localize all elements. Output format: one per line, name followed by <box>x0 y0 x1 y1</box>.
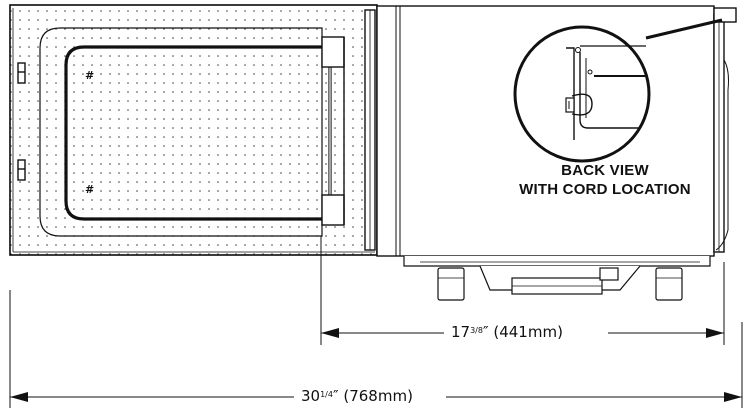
depth-inch-mark: ″ <box>482 323 489 341</box>
total-fraction: 1/4 <box>320 390 333 399</box>
cord-location-callout <box>513 18 723 163</box>
depth-dimension-label: 173/8″ (441mm) <box>444 323 570 341</box>
depth-metric: (441mm) <box>493 323 563 341</box>
open-door <box>9 4 378 256</box>
door-mark-top: # <box>85 69 94 82</box>
dimension-arrowheads <box>10 328 742 402</box>
total-metric: (768mm) <box>343 387 413 405</box>
door-mark-bottom: # <box>85 183 94 196</box>
caption-line-1: BACK VIEW <box>561 162 649 179</box>
depth-fraction: 3/8 <box>470 326 483 335</box>
total-whole: 30 <box>301 387 321 405</box>
base-and-feet <box>403 256 711 301</box>
total-dimension-label: 301/4″ (768mm) <box>294 387 420 405</box>
depth-whole: 17 <box>451 323 471 341</box>
caption-line-2: WITH CORD LOCATION <box>519 181 691 198</box>
back-view-caption: BACK VIEW WITH CORD LOCATION <box>470 161 740 199</box>
total-inch-mark: ″ <box>332 387 339 405</box>
dimension-lines <box>9 236 743 408</box>
